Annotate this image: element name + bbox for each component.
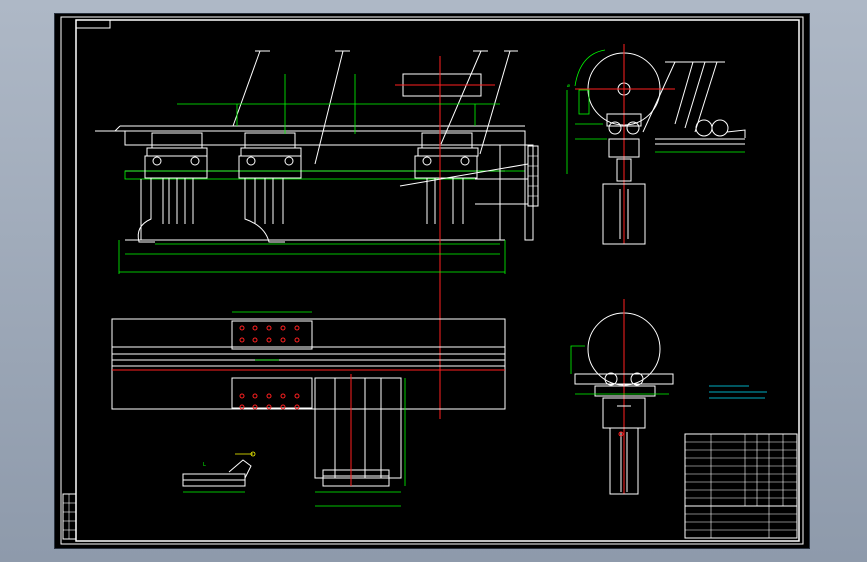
technical-drawing: ⌀ L <box>60 16 804 545</box>
side-view-upper: ⌀ <box>566 44 746 245</box>
technical-notes <box>709 385 767 399</box>
inner-border <box>75 19 800 542</box>
outer-border <box>60 16 804 545</box>
corner-tag-box <box>75 19 111 29</box>
plan-view <box>111 311 506 507</box>
front-view <box>95 50 539 419</box>
svg-text:L: L <box>203 462 206 468</box>
revision-table <box>62 493 77 540</box>
side-view-lower <box>570 299 674 495</box>
detail-view: L <box>182 451 256 493</box>
drawing-sheet: ⌀ L <box>55 14 809 548</box>
dim-note: ⌀ <box>567 83 570 89</box>
section-callouts <box>399 145 539 207</box>
title-block <box>684 433 798 539</box>
